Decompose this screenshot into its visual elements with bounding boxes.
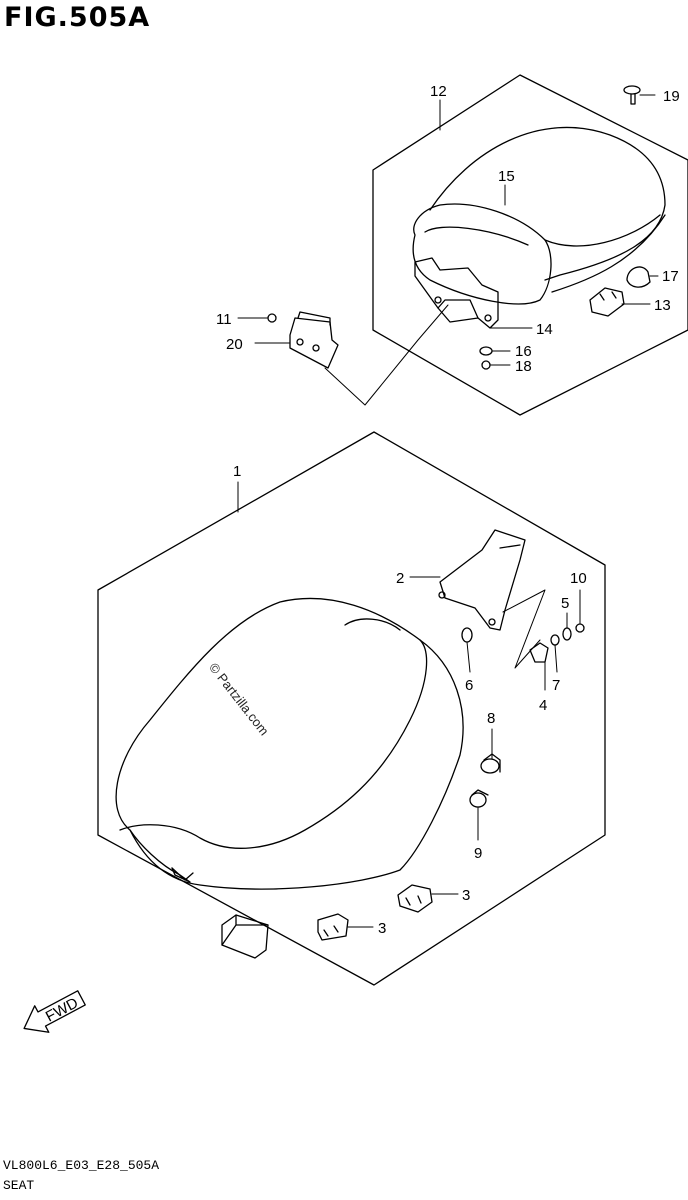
- callout-17: 17: [662, 268, 679, 285]
- fwd-arrow-icon: [23, 990, 86, 1033]
- callout-8: 8: [487, 710, 495, 727]
- washer-16-part: [479, 346, 493, 356]
- cushion-3b-part: [317, 913, 349, 941]
- callout-12: 12: [430, 83, 447, 100]
- callout-16: 16: [515, 343, 532, 360]
- callout-1: 1: [233, 463, 241, 480]
- figure-name: SEAT: [3, 1178, 35, 1193]
- leader-lines: [237, 94, 659, 928]
- tool-box-part: [221, 914, 269, 959]
- cushion-13-part: [589, 287, 625, 317]
- callout-3a: 3: [462, 887, 470, 904]
- callout-5: 5: [561, 595, 569, 612]
- damper-9-part: [469, 789, 489, 808]
- callout-15: 15: [498, 168, 515, 185]
- rear-seat-group-outline: [372, 74, 688, 416]
- bracket-20-part: [289, 311, 339, 369]
- bush-4-part: [529, 642, 549, 663]
- damper-8-part: [480, 753, 501, 774]
- callout-13: 13: [654, 297, 671, 314]
- bolt-19-part: [623, 85, 641, 105]
- rear-seat-part: [412, 126, 666, 305]
- nut-11-part: [267, 313, 277, 323]
- callout-20: 20: [226, 336, 243, 353]
- callout-6: 6: [465, 677, 473, 694]
- callout-19: 19: [663, 88, 680, 105]
- nut-18-part: [481, 360, 491, 370]
- callout-3b: 3: [378, 920, 386, 937]
- callout-11: 11: [216, 311, 232, 328]
- callout-2: 2: [396, 570, 404, 587]
- nut-10-part: [575, 623, 585, 633]
- callout-9: 9: [474, 845, 482, 862]
- callout-10: 10: [570, 570, 587, 587]
- bracket-2-part: [438, 529, 526, 631]
- cushion-3a-part: [397, 884, 433, 913]
- callout-14: 14: [536, 321, 553, 338]
- spacer-6-part: [461, 627, 473, 643]
- callout-18: 18: [515, 358, 532, 375]
- washer-5-part: [562, 627, 572, 641]
- figure-title: FIG.505A: [4, 2, 151, 33]
- collar-7-part: [550, 634, 560, 646]
- figure-code: VL800L6_E03_E28_505A: [3, 1158, 160, 1173]
- callout-7: 7: [552, 677, 560, 694]
- bracket-14-part: [414, 257, 499, 329]
- cap-17-part: [626, 266, 651, 288]
- front-seat-part: [115, 597, 464, 890]
- front-seat-group-outline: [97, 431, 606, 986]
- callout-4: 4: [539, 697, 547, 714]
